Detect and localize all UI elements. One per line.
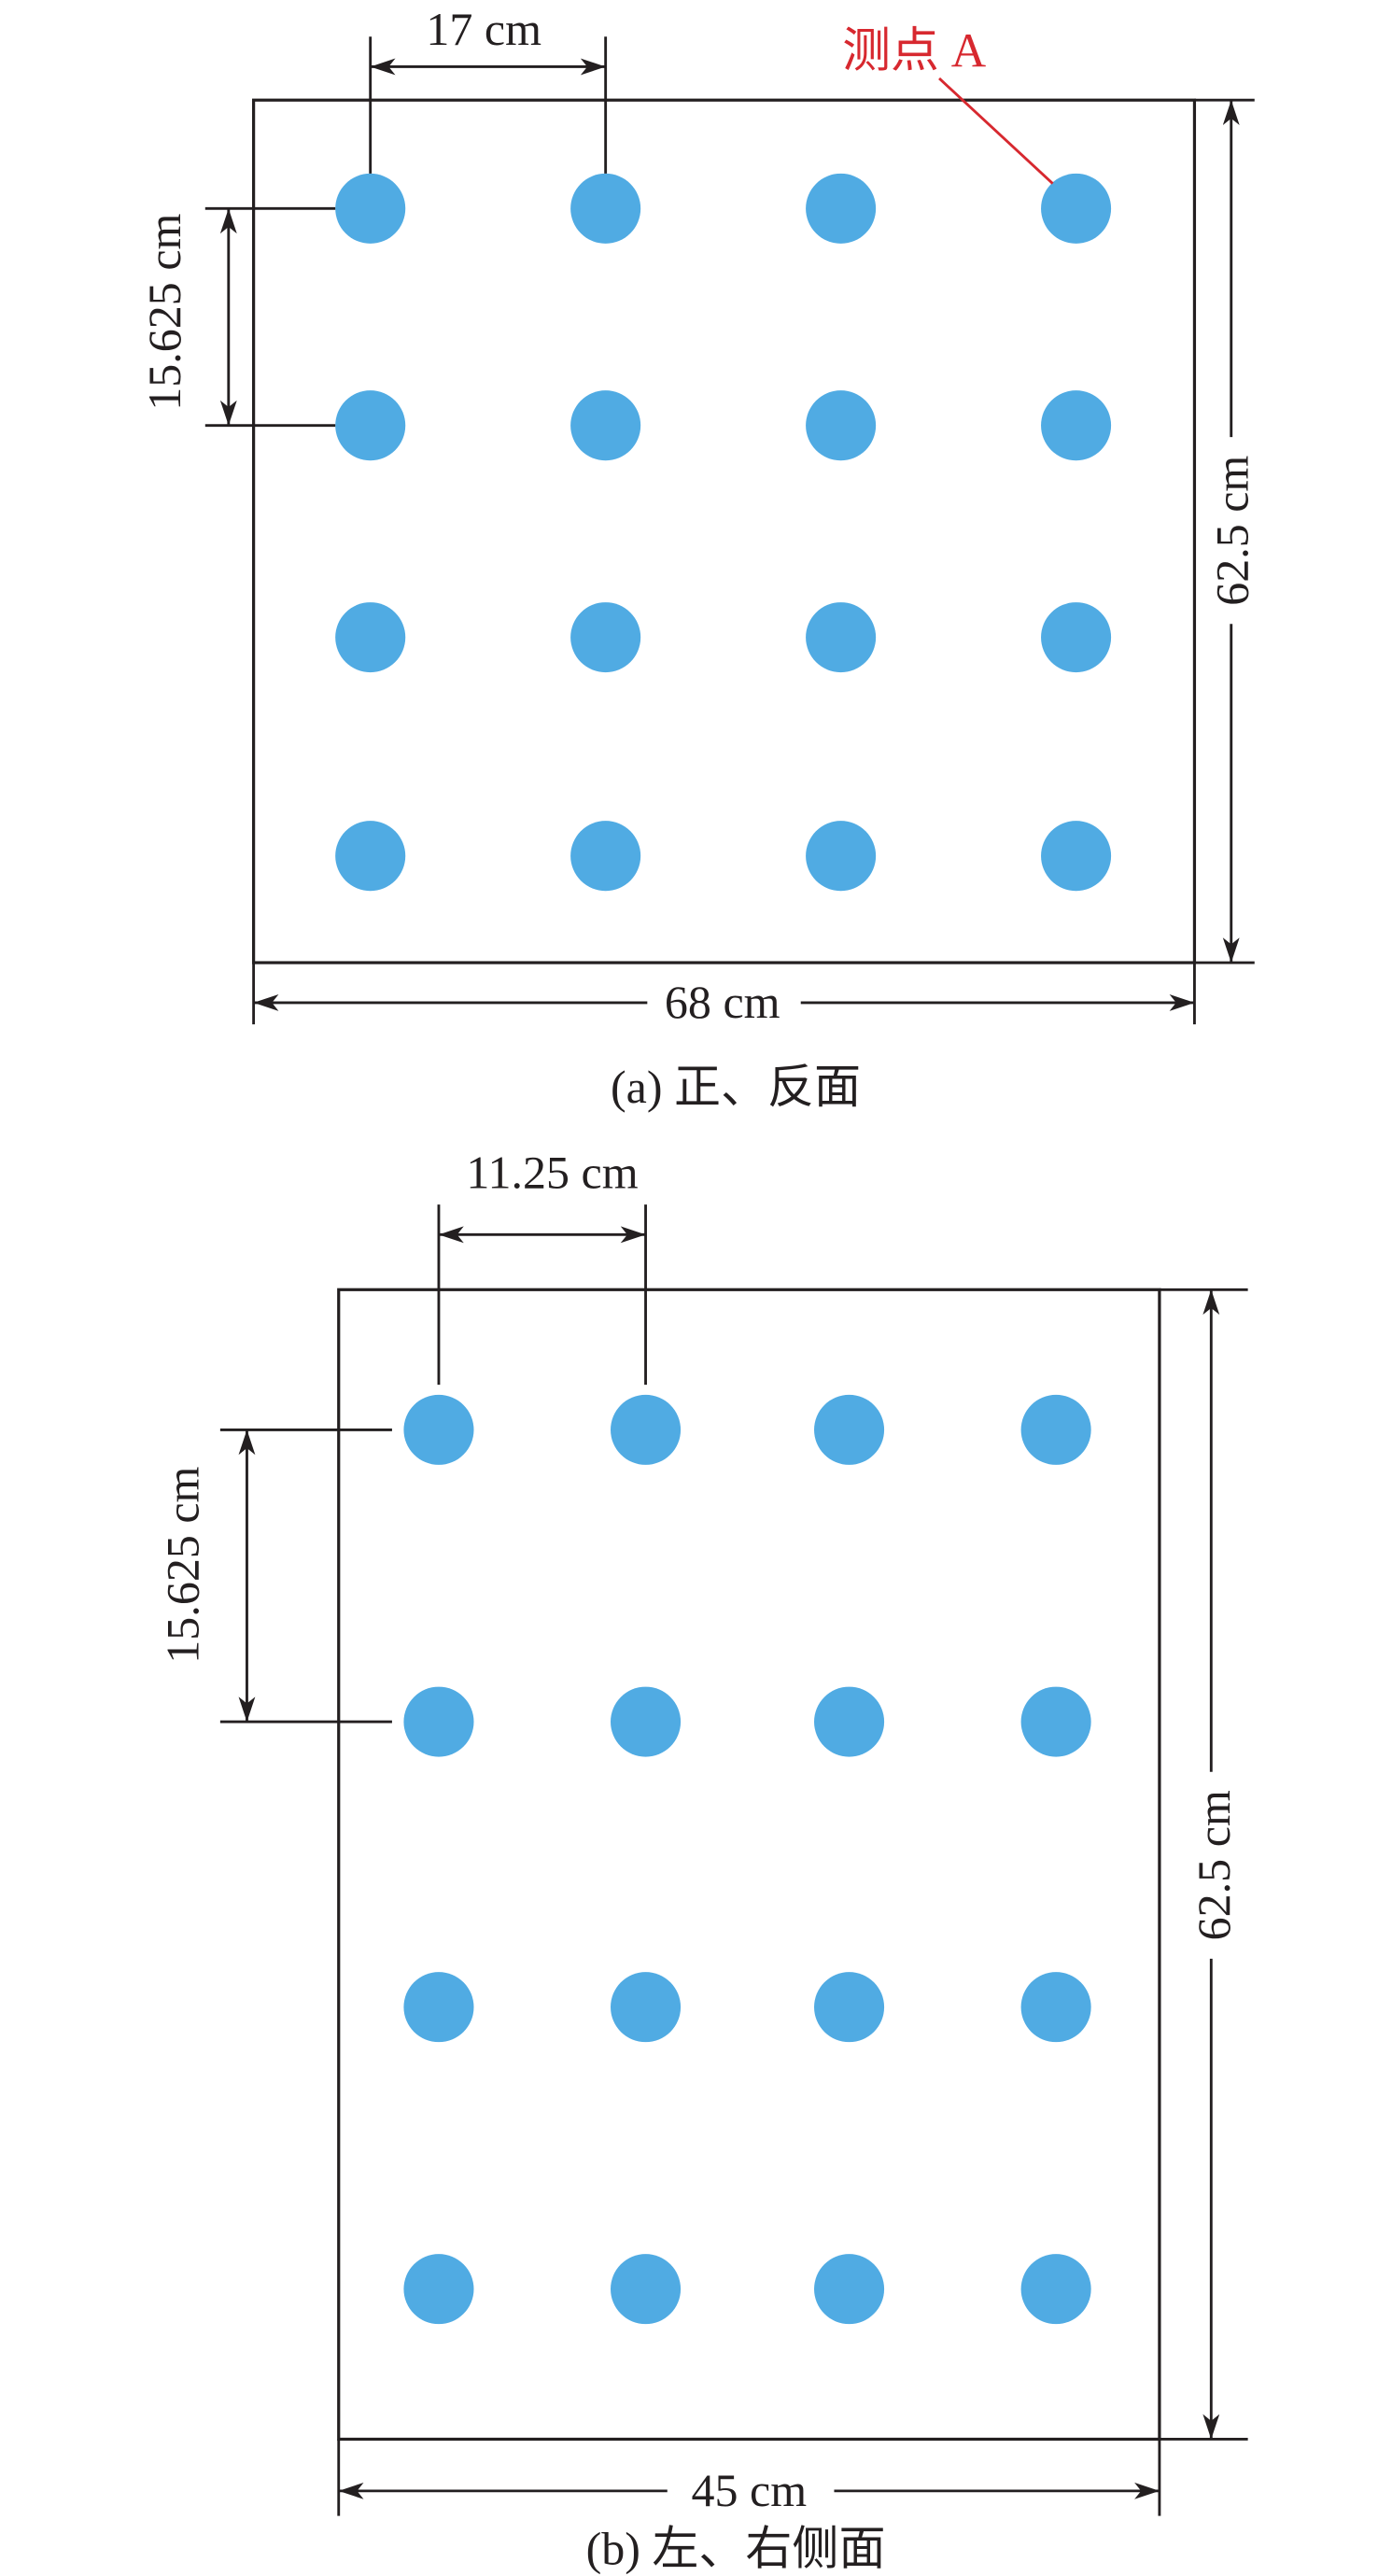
measurement-point-a bbox=[1041, 173, 1112, 244]
front-back-bottom-dimension-label: 68 cm bbox=[665, 976, 780, 1028]
front-back-point-r3c2 bbox=[570, 602, 641, 673]
point-a-label: 测点 A bbox=[842, 24, 987, 77]
left-right-point-r3c3 bbox=[814, 1972, 885, 2043]
front-back-point-r4c1 bbox=[335, 821, 406, 892]
left-right-point-r3c4 bbox=[1020, 1972, 1091, 2043]
left-right-point-r4c4 bbox=[1020, 2254, 1091, 2325]
front-back-point-r3c3 bbox=[806, 602, 877, 673]
front-back-left-dimension: 15.625 cm bbox=[138, 206, 336, 428]
left-right-point-r3c1 bbox=[403, 1972, 474, 2043]
front-back-point-r1c1 bbox=[335, 173, 406, 244]
front-back-point-r2c3 bbox=[806, 390, 877, 461]
left-right-point-r4c2 bbox=[611, 2254, 682, 2325]
front-back-left-dimension-label: 15.625 cm bbox=[138, 213, 190, 410]
front-back-caption: (a) 正、反面 bbox=[611, 1061, 861, 1113]
point-a-leader-line bbox=[938, 77, 1054, 185]
left-right-top-dimension: 11.25 cm bbox=[437, 1146, 647, 1386]
left-right-point-r3c2 bbox=[611, 1972, 682, 2043]
left-right-point-r4c1 bbox=[403, 2254, 474, 2325]
left-right-left-dimension-label: 15.625 cm bbox=[157, 1466, 209, 1663]
front-back-point-r4c4 bbox=[1041, 821, 1112, 892]
left-right-point-r2c3 bbox=[814, 1686, 885, 1757]
front-back-point-r2c1 bbox=[335, 390, 406, 461]
panel-front-back: 17 cm 15.625 cm 62.5 cm 68 cm bbox=[138, 3, 1258, 1113]
left-right-point-r1c1 bbox=[403, 1394, 474, 1465]
left-right-bottom-dimension-label: 45 cm bbox=[692, 2464, 808, 2516]
front-back-face-outline bbox=[252, 98, 1197, 964]
left-right-left-dimension: 15.625 cm bbox=[157, 1428, 392, 1724]
front-back-point-r1c2 bbox=[570, 173, 641, 244]
front-back-point-grid bbox=[335, 173, 1112, 892]
left-right-caption: (b) 左、右侧面 bbox=[586, 2522, 886, 2574]
front-back-point-r4c2 bbox=[570, 821, 641, 892]
left-right-point-r1c3 bbox=[814, 1394, 885, 1465]
left-right-right-dimension: 62.5 cm bbox=[1159, 1288, 1248, 2441]
front-back-point-r2c4 bbox=[1041, 390, 1112, 461]
front-back-point-r3c1 bbox=[335, 602, 406, 673]
left-right-right-dimension-label: 62.5 cm bbox=[1188, 1790, 1240, 1940]
panel-left-right: 11.25 cm 15.625 cm 62.5 cm 45 cm (b) 左、右… bbox=[157, 1146, 1248, 2574]
left-right-point-r2c2 bbox=[611, 1686, 682, 1757]
front-back-right-dimension-label: 62.5 cm bbox=[1206, 456, 1258, 606]
left-right-point-grid bbox=[403, 1394, 1091, 2325]
front-back-top-dimension-label: 17 cm bbox=[426, 3, 541, 55]
front-back-top-dimension: 17 cm bbox=[369, 3, 608, 174]
front-back-point-r3c4 bbox=[1041, 602, 1112, 673]
left-right-bottom-dimension: 45 cm bbox=[337, 2439, 1161, 2516]
left-right-top-dimension-label: 11.25 cm bbox=[466, 1146, 638, 1198]
left-right-point-r1c2 bbox=[611, 1394, 682, 1465]
left-right-point-r2c4 bbox=[1020, 1686, 1091, 1757]
left-right-point-r2c1 bbox=[403, 1686, 474, 1757]
front-back-point-r1c3 bbox=[806, 173, 877, 244]
front-back-point-r2c2 bbox=[570, 390, 641, 461]
point-a-callout: 测点 A bbox=[842, 24, 1054, 185]
left-right-face-outline bbox=[337, 1288, 1161, 2442]
front-back-point-r4c3 bbox=[806, 821, 877, 892]
front-back-right-dimension: 62.5 cm bbox=[1194, 98, 1258, 964]
front-back-bottom-dimension: 68 cm bbox=[252, 963, 1196, 1028]
left-right-point-r4c3 bbox=[814, 2254, 885, 2325]
left-right-point-r1c4 bbox=[1020, 1394, 1091, 1465]
